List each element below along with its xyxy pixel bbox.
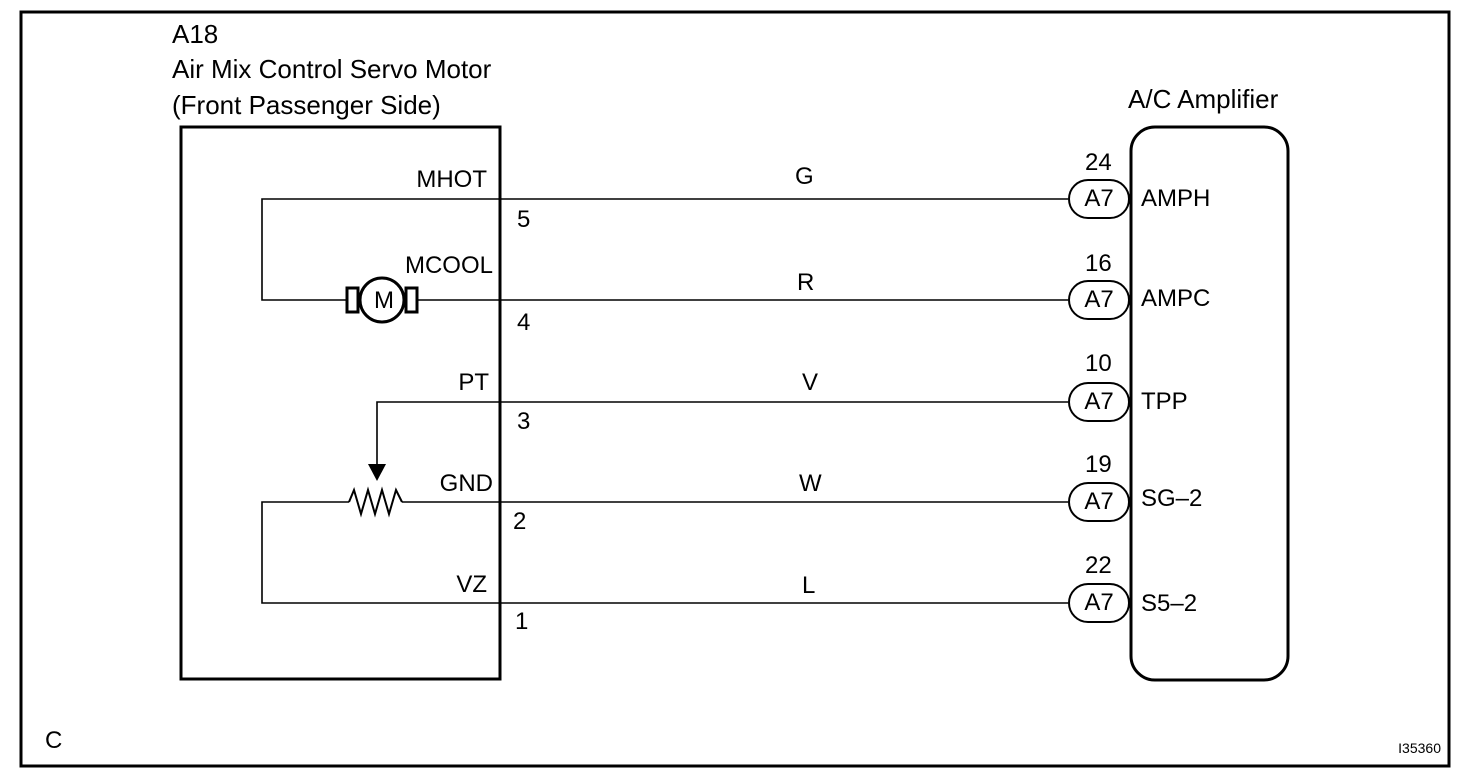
amp-pin-10: 10 [1085, 350, 1112, 377]
wire-color-w: W [799, 470, 822, 497]
amp-terminal-sg2: SG–2 [1141, 485, 1203, 512]
amp-terminal-amph: AMPH [1141, 185, 1211, 212]
terminal-vz: VZ [456, 571, 487, 598]
terminal-mcool: MCOOL [404, 252, 493, 279]
diagram-border [19, 10, 1451, 768]
arrow-down-icon [368, 464, 386, 481]
amp-terminal-s52: S5–2 [1141, 590, 1198, 617]
pin-5: 5 [517, 206, 531, 233]
amp-pin-24: 24 [1085, 149, 1112, 176]
amp-terminal-tpp: TPP [1141, 388, 1188, 415]
amp-pin-19: 19 [1085, 451, 1112, 478]
component-name: Air Mix Control Servo Motor [172, 54, 492, 84]
amp-pin-16: 16 [1085, 250, 1112, 277]
wire-color-g: G [795, 163, 814, 190]
pin-4: 4 [517, 309, 531, 336]
terminal-gnd: GND [439, 470, 493, 497]
wire-color-l: L [802, 572, 816, 599]
pin-2: 2 [513, 508, 527, 535]
figure-id: I35360 [1398, 740, 1441, 756]
amplifier-title: A/C Amplifier [1128, 84, 1279, 114]
resistor-loop-wire [261, 501, 500, 604]
connector-a7-sg2: A7 [1068, 482, 1130, 522]
connector-a7-s52: A7 [1068, 583, 1130, 623]
pin-3: 3 [517, 408, 531, 435]
potentiometer-icon [348, 486, 403, 518]
amp-pin-22: 22 [1085, 552, 1112, 579]
terminal-pt: PT [458, 369, 489, 396]
connector-a7-amph: A7 [1068, 179, 1130, 219]
corner-label: C [45, 727, 63, 754]
wire-color-v: V [802, 369, 819, 396]
pin-1: 1 [515, 608, 529, 635]
connector-a7-tpp: A7 [1068, 382, 1130, 422]
motor-icon [345, 276, 419, 324]
amplifier-box [1129, 125, 1290, 682]
terminal-mhot: MHOT [416, 166, 487, 193]
connector-a7-ampc: A7 [1068, 280, 1130, 320]
amp-terminal-ampc: AMPC [1141, 285, 1211, 312]
servo-motor-box [179, 125, 502, 681]
motor-label: M [374, 287, 394, 314]
component-code: A18 [172, 19, 219, 49]
wire-color-r: R [797, 269, 815, 296]
wiper-wire [376, 401, 500, 466]
motor-loop-wire [261, 198, 500, 301]
component-side: (Front Passenger Side) [172, 90, 441, 120]
